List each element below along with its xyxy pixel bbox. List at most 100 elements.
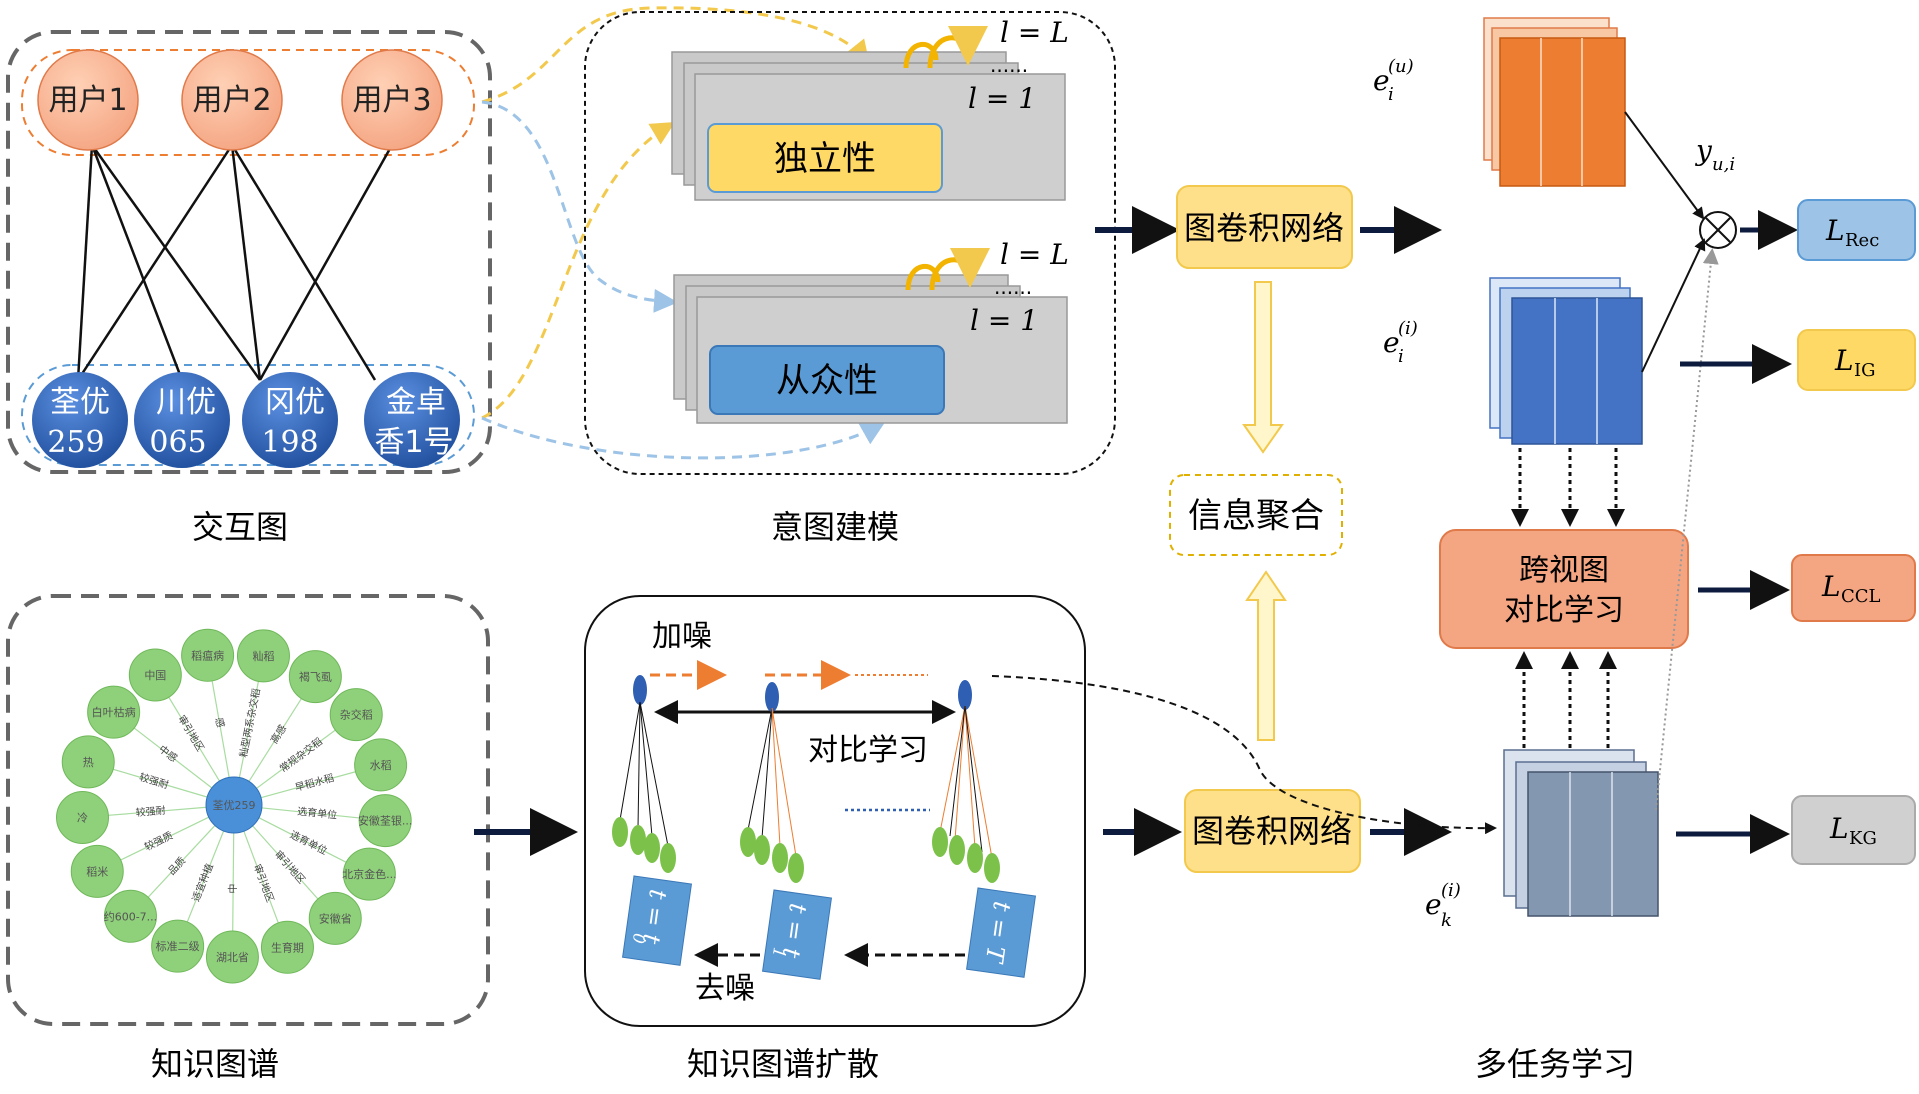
kg-node-label: 北京金色... — [342, 867, 397, 881]
loss-kg: L KG — [1791, 795, 1916, 865]
cross-view-label-line1: 跨视图 — [1519, 553, 1609, 588]
kg-edge-label: 选育单位 — [288, 828, 330, 858]
independence-box — [707, 123, 943, 193]
svg-text:L: L — [1825, 214, 1845, 247]
kg-edge — [168, 696, 222, 784]
kg-edge — [232, 830, 235, 931]
item-label-line2: 香1号 — [374, 425, 453, 460]
kg-edge-label: 较强耐 — [135, 804, 166, 819]
kg-edge-label: 选育单位 — [297, 805, 338, 822]
kg-node-label: 约600-7... — [104, 910, 157, 923]
kg-edge-label: 中感 — [156, 742, 180, 765]
independence-label: 独立性 — [774, 139, 876, 179]
cross-view-label-line2: 对比学习 — [1504, 593, 1624, 628]
blue-dashed-connector — [481, 100, 678, 313]
kg-node-label: 白叶枯病 — [92, 705, 136, 719]
kg-edge — [147, 823, 217, 898]
kg-node-label: 水稻 — [370, 759, 392, 772]
kg-edge — [108, 806, 209, 816]
kg-center-label: 荃优259 — [213, 798, 256, 812]
kg-node — [87, 685, 141, 739]
kg-node-label: 安徽省 — [319, 911, 352, 925]
kg-embedding-label: e k (i) — [1425, 880, 1461, 931]
kg-node-label: 稻米 — [86, 865, 108, 878]
kg-node — [354, 738, 408, 792]
svg-text:e: e — [1425, 888, 1442, 921]
user-embedding-label: e i (u) — [1373, 56, 1414, 105]
self-loop-icon — [905, 264, 941, 291]
timestep-card-tT: t = T — [966, 887, 1037, 978]
cross-view-contrastive-box: 跨视图 对比学习 — [1439, 529, 1689, 649]
gcn-label: 图卷积网络 — [1184, 209, 1344, 247]
dotted-arrows-down — [1511, 448, 1625, 527]
svg-text:i: i — [1398, 346, 1404, 367]
svg-text:(i): (i) — [1441, 880, 1461, 901]
svg-text:(u): (u) — [1388, 56, 1414, 77]
item-node: 荃优 259 — [32, 372, 128, 468]
kg-node — [288, 650, 342, 704]
loss-rec: L Rec — [1797, 199, 1916, 261]
diffusion-tree — [740, 682, 804, 883]
arrow-gcn-to-aggregation — [1242, 281, 1284, 454]
kg-center-node — [205, 776, 263, 834]
user-node: 用户2 — [181, 49, 283, 151]
kg-edge — [242, 829, 279, 924]
user-label: 用户2 — [192, 83, 271, 118]
kg-node-label: 安徽荃银... — [358, 814, 413, 828]
section-title-multitask: 多任务学习 — [1475, 1045, 1635, 1083]
kg-edge — [250, 823, 319, 900]
kg-node — [358, 794, 412, 848]
section-title-kg: 知识图谱 — [151, 1045, 279, 1083]
kg-edge — [247, 698, 302, 784]
kg-node — [128, 648, 182, 702]
kg-edge-label: 常规杂交稻 — [277, 735, 325, 775]
kg-node-label: 中国 — [144, 669, 166, 682]
kg-node-label: 杂交稻 — [340, 708, 373, 722]
self-loop-icon — [929, 247, 990, 291]
kg-edge — [113, 768, 210, 799]
kg-edge-label: 高感 — [267, 722, 289, 746]
kg-edge — [211, 680, 231, 780]
loss-ccl: L CCL — [1791, 554, 1916, 622]
svg-text:(i): (i) — [1398, 318, 1418, 339]
aggregation-box: 信息聚合 — [1169, 474, 1343, 556]
user-group-frame — [21, 49, 475, 156]
kg-diffusion-frame — [584, 595, 1086, 1027]
gcn-top: 图卷积网络 — [1176, 185, 1353, 269]
timestep-card-t1: t = t 1 — [762, 889, 833, 980]
kg-node — [56, 790, 110, 844]
svg-text:Rec: Rec — [1845, 230, 1879, 251]
self-loop-icon — [903, 42, 939, 69]
section-title-diffusion: 知识图谱扩散 — [687, 1045, 879, 1083]
item-label-line1: 金卓 — [386, 385, 446, 420]
score-label: y u,i — [1694, 134, 1735, 175]
conformity-label: 从众性 — [776, 361, 878, 401]
section-title-interaction: 交互图 — [192, 508, 288, 546]
svg-text:e: e — [1373, 64, 1390, 97]
svg-text:CCL: CCL — [1841, 586, 1881, 607]
yellow-dashed-connector — [481, 121, 676, 420]
timestep-subscript: 1 — [769, 946, 789, 959]
add-noise-label: 加噪 — [652, 619, 712, 654]
gcn-bottom: 图卷积网络 — [1184, 789, 1361, 873]
kg-node — [329, 688, 383, 742]
denoise-label: 去噪 — [695, 971, 755, 1006]
svg-text:L: L — [1834, 344, 1854, 377]
contrastive-label: 对比学习 — [808, 733, 928, 768]
item-label-line2: 065 — [149, 425, 206, 460]
kg-node — [103, 889, 157, 943]
user-node: 用户3 — [341, 49, 443, 151]
kg-node-label: 稻瘟病 — [191, 648, 224, 662]
item-node: 金卓 香1号 — [364, 372, 460, 468]
self-loop-icon — [927, 25, 988, 69]
svg-text:k: k — [1441, 910, 1452, 931]
user-node: 用户1 — [37, 49, 139, 151]
knowledge-graph: 感籼型两系杂交稻高感常规杂交稻早稻水稻选育单位选育单位审引地区审引地区中适宜种植… — [6, 594, 490, 1083]
svg-text:i: i — [1388, 84, 1394, 105]
kg-edge — [258, 771, 356, 799]
interaction-graph: 用户1 用户2 用户3 荃优 259 川优 065 冈优 198 金卓 — [6, 30, 492, 546]
kg-edge-label: 审引地区 — [175, 713, 207, 754]
kg-edge-label: 感 — [213, 717, 228, 729]
item-label-line1: 川优 — [156, 385, 216, 420]
kg-node-label: 生育期 — [271, 940, 304, 954]
